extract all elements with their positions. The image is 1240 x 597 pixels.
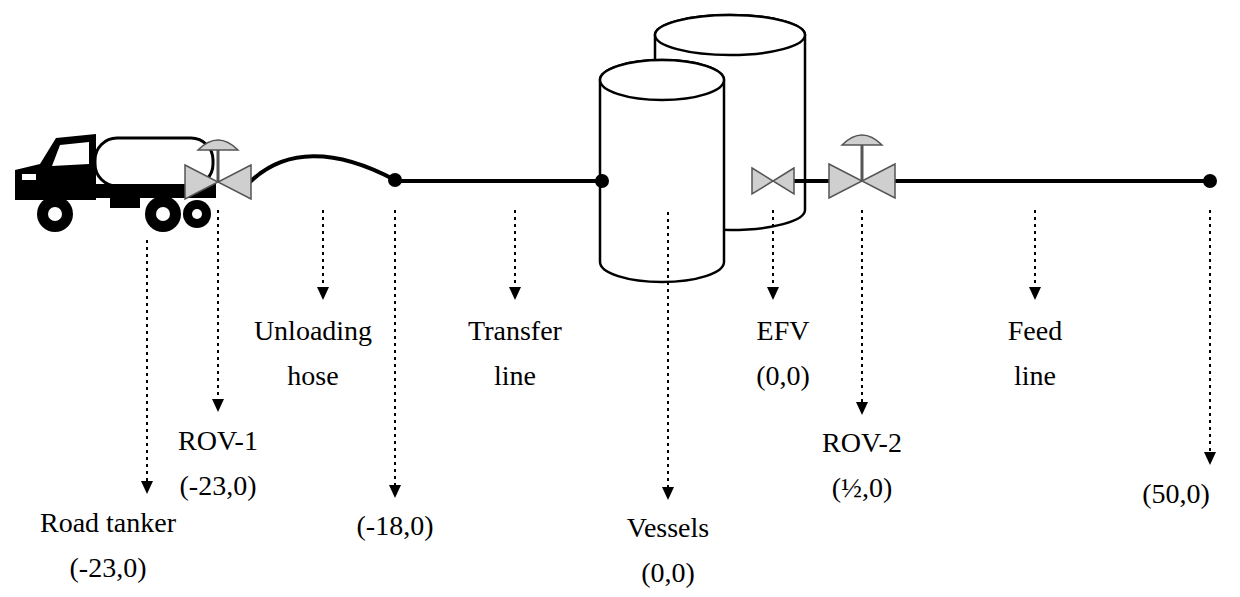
piping [395, 179, 602, 183]
leader-line [667, 212, 669, 488]
piping [250, 156, 395, 182]
part-label: ROV-2 (½,0) [807, 420, 917, 510]
remote-operated-valve [185, 165, 218, 199]
vessel-front [600, 60, 724, 282]
remote-operated-valve [862, 164, 895, 198]
pipe-node-dot [595, 174, 609, 188]
pipe-node-dot [388, 173, 1217, 188]
remote-operated-valve [829, 135, 895, 198]
remote-operated-valve [218, 165, 251, 199]
road-tanker [192, 209, 202, 219]
part-label: Road tanker (-23,0) [23, 500, 193, 590]
leader-line [1034, 210, 1036, 288]
leader-line [1209, 210, 1211, 453]
pipe-node-dot [1203, 174, 1217, 188]
part-label: (50,0) [1116, 471, 1236, 516]
remote-operated-valve [829, 164, 862, 198]
part-label: Transfer line [455, 308, 575, 398]
remote-operated-valve [217, 150, 220, 182]
leader-arrowhead [141, 481, 153, 494]
part-label: (-18,0) [325, 503, 465, 548]
road-tanker [52, 142, 89, 166]
piping [893, 179, 1210, 183]
piping [794, 179, 830, 183]
vessel-front [600, 60, 724, 282]
excess-flow-valve [773, 168, 794, 194]
part-label: ROV-1 (-23,0) [163, 418, 273, 508]
leader-arrows [141, 210, 1216, 500]
road-tanker [37, 196, 73, 232]
excess-flow-valve [752, 168, 773, 194]
leader-line [146, 240, 148, 482]
road-tanker [15, 134, 96, 200]
leader-arrowhead [1204, 452, 1216, 465]
road-tanker [156, 207, 170, 221]
part-label: Unloading hose [243, 308, 383, 398]
leader-arrowhead [767, 287, 779, 300]
road-tanker [22, 174, 36, 180]
remote-operated-valve [198, 140, 238, 150]
part-label: Feed line [995, 308, 1075, 398]
road-tanker [183, 200, 211, 228]
remote-operated-valve [185, 140, 251, 199]
road-tanker [110, 198, 140, 208]
pipe-node-dot [388, 173, 402, 187]
leader-line [514, 210, 516, 288]
leader-line [772, 210, 774, 288]
remote-operated-valve [861, 145, 864, 181]
leader-arrowhead [389, 485, 401, 498]
leader-line [322, 210, 324, 288]
leader-arrowhead [317, 287, 329, 300]
leader-line [394, 210, 396, 486]
excess-flow-valve [752, 168, 794, 194]
remote-operated-valve [842, 135, 882, 145]
road-tanker [145, 196, 181, 232]
leader-line [217, 210, 219, 400]
leader-line [861, 210, 863, 403]
leader-arrowhead [212, 399, 224, 412]
vessel-back [655, 15, 805, 55]
leader-arrowhead [856, 402, 868, 415]
road-tanker [48, 207, 62, 221]
part-label: EFV (0,0) [743, 308, 823, 398]
vessel-front [600, 60, 724, 100]
leader-arrowhead [662, 487, 674, 500]
leader-arrowhead [509, 287, 521, 300]
part-label: Vessels (0,0) [613, 505, 723, 595]
leader-arrowhead [1029, 287, 1041, 300]
